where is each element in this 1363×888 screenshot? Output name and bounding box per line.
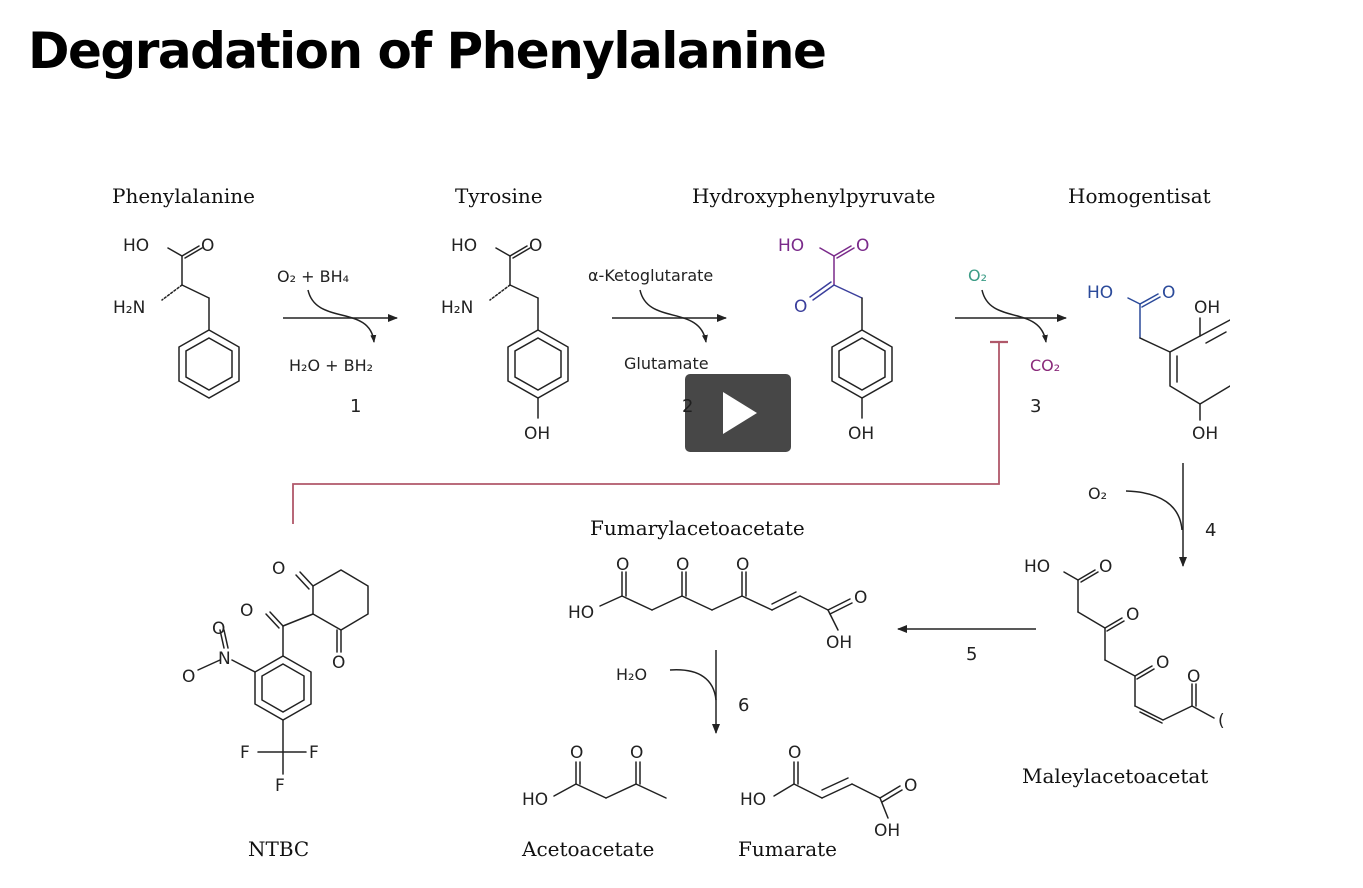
atom-label: OH xyxy=(826,633,852,653)
atom-label: O xyxy=(182,667,195,687)
reaction-4-input: O₂ xyxy=(1088,484,1107,503)
atom-label: O xyxy=(676,555,689,575)
atom-label: O xyxy=(630,743,643,763)
label-tyrosine: Tyrosine xyxy=(455,184,543,208)
molecule-acetoacetate xyxy=(553,761,667,799)
reaction-3-input: O₂ xyxy=(968,266,987,285)
label-acetoacetate: Acetoacetate xyxy=(521,837,654,861)
atom-label: OH xyxy=(1192,424,1218,444)
atom-label: OH xyxy=(524,424,550,444)
molecule-tyrosine xyxy=(489,245,569,419)
atom-label: O xyxy=(272,559,285,579)
atom-label: HO xyxy=(1024,557,1050,577)
atom-label: O xyxy=(332,653,345,673)
reaction-3-output: CO₂ xyxy=(1030,356,1060,375)
label-maleylacetoacetate: Maleylacetoacetat xyxy=(1022,764,1208,788)
reaction-5-number: 5 xyxy=(966,644,977,665)
reaction-2-curve xyxy=(639,289,708,343)
atom-label: HO xyxy=(522,790,548,810)
play-icon xyxy=(723,392,757,434)
atom-label: O xyxy=(240,601,253,621)
page-title: Degradation of Phenylalanine xyxy=(28,22,827,80)
play-button[interactable] xyxy=(685,374,791,452)
atom-label: HO xyxy=(778,236,804,256)
molecule-hydroxyphenylpyruvate xyxy=(809,245,893,419)
atom-label: O xyxy=(616,555,629,575)
atom-label: O xyxy=(904,776,917,796)
molecule-fumarylacetoacetate xyxy=(599,571,853,631)
atom-label: ( xyxy=(1218,711,1225,731)
atom-label: HO xyxy=(451,236,477,256)
molecule-ntbc xyxy=(197,569,369,775)
atom-label: F xyxy=(240,743,250,763)
reaction-4-curve xyxy=(1125,490,1183,531)
label-phenylalanine: Phenylalanine xyxy=(112,184,255,208)
slide-edge xyxy=(1230,150,1363,888)
atom-label: F xyxy=(275,776,285,796)
atom-label: N xyxy=(218,649,231,669)
reaction-4-number: 4 xyxy=(1205,520,1216,541)
atom-label: HO xyxy=(1087,283,1113,303)
reaction-1-input: O₂ + BH₄ xyxy=(277,267,349,286)
reaction-3-number: 3 xyxy=(1030,396,1041,417)
reaction-1-curve xyxy=(307,289,377,343)
atom-label: H₂N xyxy=(441,298,473,318)
molecule-homogentisate xyxy=(1127,293,1231,421)
molecule-phenylalanine xyxy=(161,245,240,399)
reaction-1-output: H₂O + BH₂ xyxy=(289,356,373,375)
label-ntbc: NTBC xyxy=(248,837,309,861)
reaction-2-output: Glutamate xyxy=(624,354,709,373)
atom-label: HO xyxy=(123,236,149,256)
atom-label: O xyxy=(856,236,869,256)
atom-label: O xyxy=(201,236,214,256)
label-hydroxyphenylpyruvate: Hydroxyphenylpyruvate xyxy=(692,184,935,208)
atom-label: OH xyxy=(848,424,874,444)
reaction-6-input: H₂O xyxy=(616,665,647,684)
atom-label: O xyxy=(1099,557,1112,577)
atom-label: O xyxy=(1126,605,1139,625)
atom-label: O xyxy=(1187,667,1200,687)
atom-label: O xyxy=(570,743,583,763)
reaction-6-curve xyxy=(669,669,717,701)
atom-label: H₂N xyxy=(113,298,145,318)
reaction-3-curve xyxy=(981,289,1048,343)
reaction-6-number: 6 xyxy=(738,695,749,716)
ntbc-inhibition-line xyxy=(292,342,1000,524)
atom-label: O xyxy=(1162,283,1175,303)
molecule-maleylacetoacetate xyxy=(1063,569,1215,724)
label-fumarate: Fumarate xyxy=(738,837,837,861)
atom-label: O xyxy=(788,743,801,763)
atom-label: O xyxy=(794,297,807,317)
atom-label: O xyxy=(212,619,225,639)
reaction-2-input: α-Ketoglutarate xyxy=(588,266,713,285)
atom-label: HO xyxy=(740,790,766,810)
label-homogentisate: Homogentisat xyxy=(1068,184,1211,208)
atom-label: OH xyxy=(874,821,900,841)
atom-label: HO xyxy=(568,603,594,623)
label-fumarylacetoacetate: Fumarylacetoacetate xyxy=(590,516,805,540)
atom-label: O xyxy=(529,236,542,256)
atom-label: O xyxy=(854,588,867,608)
atom-label: F xyxy=(309,743,319,763)
atom-label: O xyxy=(736,555,749,575)
atom-label: O xyxy=(1156,653,1169,673)
atom-label: OH xyxy=(1194,298,1220,318)
molecule-fumarate xyxy=(773,761,903,819)
reaction-1-number: 1 xyxy=(350,396,361,417)
